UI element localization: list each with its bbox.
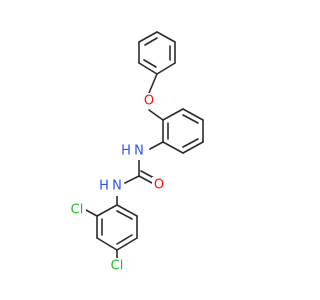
label-bg [108,258,126,274]
double-bond-inner [116,210,133,220]
label-bg [141,93,157,109]
amide-hydrogen-bottom-label: H [99,179,109,194]
bond [162,141,184,154]
double-bond-inner [182,114,199,124]
bond [156,62,176,75]
carbonyl-oxygen-label: O [154,178,164,193]
dichlorophenyl-ring [96,204,138,251]
label-bg [68,202,86,218]
bond [182,108,204,121]
bond [138,62,158,75]
label-bg [132,142,146,160]
bond-oxygen-ring [148,109,164,121]
chlorine-para-label: Cl [111,259,124,274]
ether-oxygen-label: O [144,94,154,109]
bond-chlorine-ortho [85,209,98,217]
bond-ring-nitrogen [149,141,164,150]
phenoxy-phenyl-ring [138,31,176,75]
amide-nitrogen-top-label: N [134,144,144,159]
bond-phenyl-oxygen [148,73,158,94]
bond [156,31,176,43]
molecule-canvas: O N H O N H Cl Cl [68,31,204,274]
bond [182,141,204,154]
bond [162,108,184,121]
bond [116,237,138,251]
molecule-structure: O N H O N H Cl Cl [68,31,204,274]
double-bond-inner [143,59,157,68]
bond-carbonyl-nitrogen [124,175,140,184]
phenylene-ring [162,108,204,154]
bond [138,31,158,43]
bond [96,237,118,251]
label-bg [110,178,124,196]
bond-carbonyl [138,175,153,184]
bond [116,204,138,217]
double-bond-inner [116,234,133,245]
chlorine-ortho-label: Cl [71,203,84,218]
double-bond-inner [144,37,158,46]
double-bond-inner [182,138,199,148]
amide-nitrogen-bottom-label: N [112,179,122,194]
bond [96,204,118,217]
bond-carbonyl-double [140,170,155,179]
label-bg [152,177,166,193]
amide-hydrogen-top-label: H [121,144,131,159]
